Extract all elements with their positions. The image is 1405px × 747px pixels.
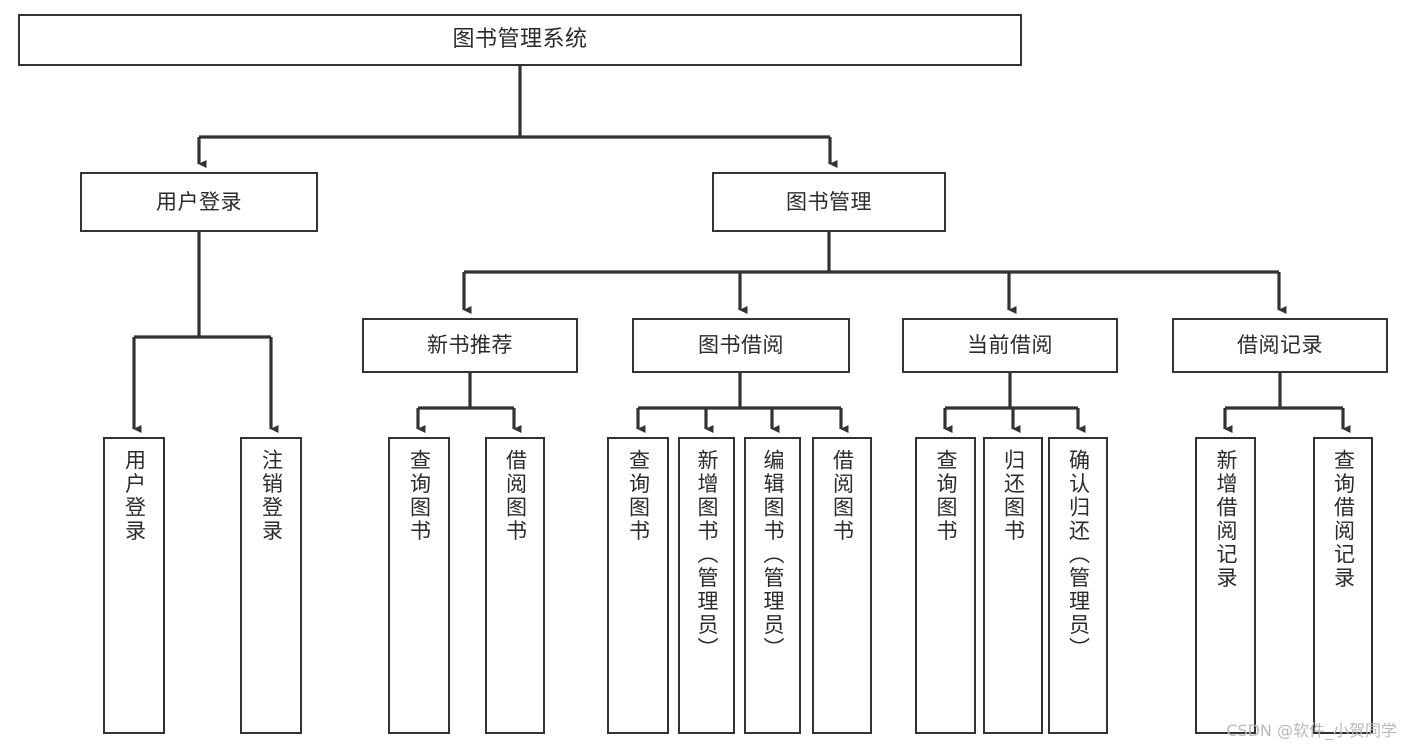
- node-new-book-recommend-label: 新书推荐: [427, 333, 513, 358]
- leaf-node[interactable]: 借阅图书: [812, 437, 872, 734]
- leaf-node[interactable]: 查询借阅记录: [1313, 437, 1373, 734]
- leaf-node-label: 归还图书: [1001, 449, 1026, 543]
- leaf-node-label: 注销登录: [259, 449, 284, 543]
- node-root-label: 图书管理系统: [452, 27, 588, 53]
- leaf-node-label: 查询图书: [934, 449, 958, 543]
- node-book-management-label: 图书管理: [786, 189, 872, 214]
- node-book-borrow[interactable]: 图书借阅: [632, 318, 850, 373]
- node-root[interactable]: 图书管理系统: [18, 14, 1022, 66]
- leaf-node[interactable]: 查询图书: [607, 437, 669, 734]
- leaf-node-label: 确认归还（管理员）: [1066, 449, 1091, 661]
- leaf-node-label: 用户登录: [122, 449, 147, 543]
- leaf-node[interactable]: 新增借阅记录: [1195, 437, 1256, 734]
- node-borrow-records-label: 借阅记录: [1237, 333, 1323, 358]
- leaf-node[interactable]: 注销登录: [240, 437, 302, 734]
- leaf-node[interactable]: 编辑图书（管理员）: [744, 437, 801, 734]
- leaf-node-label: 查询图书: [626, 449, 651, 543]
- leaf-node-label: 新增图书（管理员）: [695, 449, 719, 661]
- leaf-node[interactable]: 用户登录: [103, 437, 165, 734]
- node-book-management[interactable]: 图书管理: [712, 172, 946, 232]
- leaf-node[interactable]: 确认归还（管理员）: [1048, 437, 1108, 734]
- leaf-node[interactable]: 借阅图书: [485, 437, 545, 734]
- leaf-node-label: 编辑图书（管理员）: [761, 449, 785, 661]
- node-user-login[interactable]: 用户登录: [80, 172, 318, 232]
- node-user-login-label: 用户登录: [156, 189, 242, 214]
- leaf-node-label: 新增借阅记录: [1214, 449, 1238, 590]
- leaf-node[interactable]: 新增图书（管理员）: [678, 437, 735, 734]
- node-borrow-records[interactable]: 借阅记录: [1172, 318, 1388, 373]
- leaf-node[interactable]: 查询图书: [915, 437, 976, 734]
- leaf-node-label: 借阅图书: [830, 449, 855, 543]
- leaf-node[interactable]: 归还图书: [983, 437, 1043, 734]
- leaf-node-label: 查询图书: [407, 449, 432, 543]
- node-new-book-recommend[interactable]: 新书推荐: [362, 318, 578, 373]
- node-current-borrow-label: 当前借阅: [967, 333, 1053, 358]
- leaf-node-label: 借阅图书: [503, 449, 528, 543]
- node-current-borrow[interactable]: 当前借阅: [902, 318, 1118, 373]
- leaf-node-label: 查询借阅记录: [1331, 449, 1356, 590]
- node-book-borrow-label: 图书借阅: [698, 333, 784, 358]
- leaf-node[interactable]: 查询图书: [388, 437, 450, 734]
